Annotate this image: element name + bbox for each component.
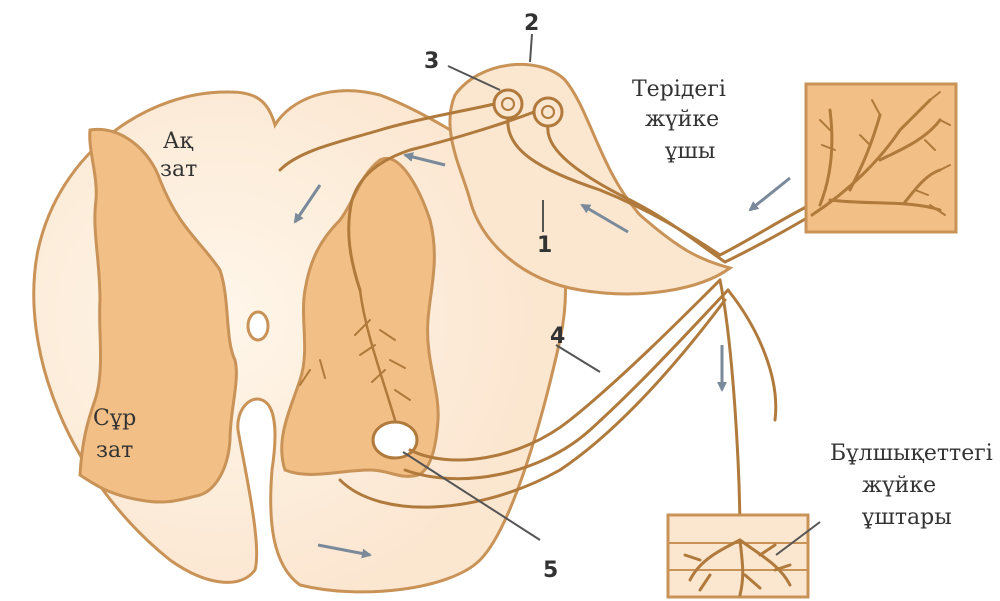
muscle-endings-label-line1: Бұлшықеттегі	[830, 441, 993, 466]
gray-matter-label-line1: Сұр	[93, 406, 136, 431]
number-3: 3	[424, 49, 439, 74]
number-4: 4	[550, 324, 565, 349]
central-canal	[248, 312, 268, 340]
muscle-endings-label-line3: ұштары	[861, 505, 952, 530]
muscle-endings-label-line2: жүйке	[862, 473, 936, 498]
number-5: 5	[543, 558, 558, 583]
number-1: 1	[537, 233, 552, 258]
gray-matter-label-line2: зат	[96, 438, 133, 463]
muscle-box	[668, 515, 808, 597]
skin-endings-label-line3: ұшы	[664, 139, 715, 164]
number-2: 2	[524, 11, 539, 36]
skin-endings-label-line2: жүйке	[645, 107, 719, 132]
skin-endings-label-line1: Терідегі	[632, 77, 726, 102]
white-matter-label-line2: зат	[160, 157, 197, 182]
skin-receptor-box	[806, 84, 956, 232]
white-matter-label-line1: Ақ	[163, 129, 194, 154]
motor-neuron-body	[373, 422, 417, 458]
flow-arrow-icon	[750, 178, 790, 210]
